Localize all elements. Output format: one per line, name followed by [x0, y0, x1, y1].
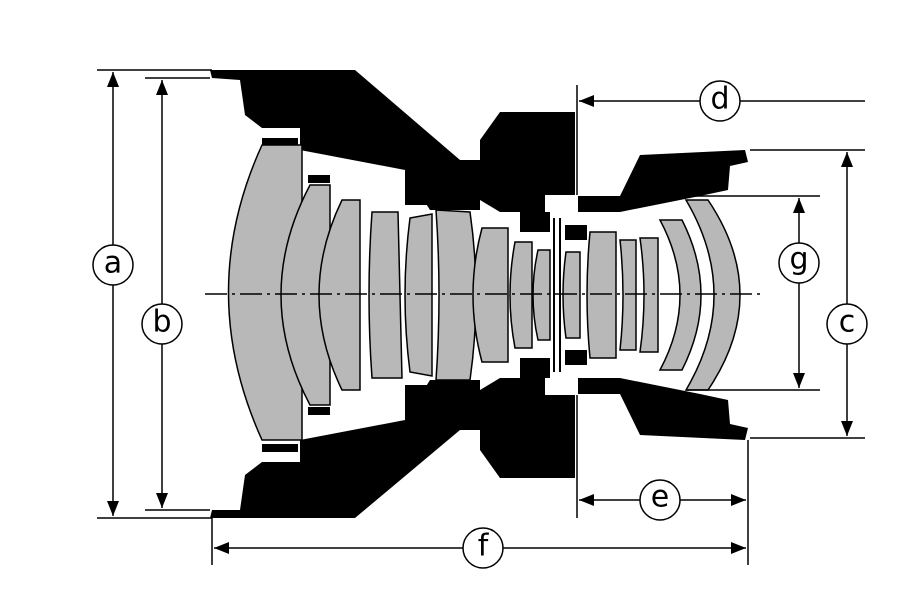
lens-element-2 [280, 184, 331, 406]
lens-elements [227, 144, 741, 441]
lens-element-1 [227, 144, 303, 441]
lens-element-10 [562, 251, 581, 339]
label-g: g [778, 242, 820, 284]
svg-text:c: c [839, 305, 856, 340]
lens-element-3 [318, 199, 361, 391]
label-d: d [699, 80, 741, 122]
lens-element-6 [435, 209, 477, 381]
label-f: f [462, 527, 504, 569]
rear-barrel-top [578, 150, 748, 212]
dimension-labels: a b c d e f g [92, 80, 868, 569]
lens-element-5 [404, 213, 433, 377]
svg-text:g: g [789, 242, 808, 277]
svg-text:e: e [651, 480, 669, 515]
lens-element-13 [639, 237, 659, 353]
lens-element-9 [532, 249, 551, 341]
svg-text:d: d [710, 82, 729, 117]
lens-element-7 [472, 227, 509, 363]
lens-element-11 [586, 231, 617, 359]
label-e: e [639, 479, 681, 521]
lens-element-4 [368, 211, 403, 379]
rear-barrel-bottom [578, 378, 748, 440]
lens-element-8 [509, 241, 533, 349]
svg-text:a: a [104, 246, 122, 281]
lens-element-12 [619, 239, 637, 351]
aperture [553, 218, 561, 372]
label-b: b [141, 303, 183, 345]
label-a: a [92, 244, 134, 286]
lens-element-14 [658, 219, 702, 371]
svg-text:f: f [478, 529, 490, 564]
svg-text:b: b [152, 305, 171, 340]
lens-housing [210, 70, 748, 518]
label-c: c [826, 303, 868, 345]
mid-barrel-bottom [480, 378, 575, 478]
mid-barrel-top [480, 112, 575, 212]
